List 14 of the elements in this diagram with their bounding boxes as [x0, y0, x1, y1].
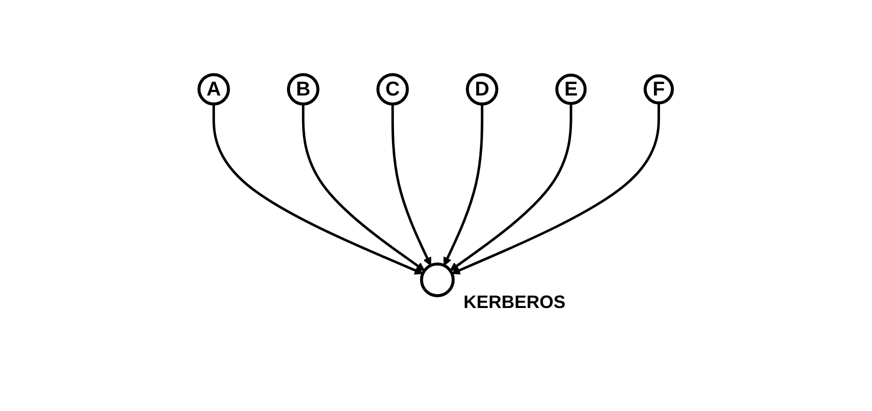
arrow	[302, 104, 426, 272]
arrow	[392, 104, 432, 266]
node-circle: C	[376, 73, 410, 106]
arrow	[450, 103, 573, 272]
node-caption: KERBEROS	[464, 292, 566, 313]
node-circle: F	[644, 74, 674, 104]
node-circle: A	[198, 73, 230, 106]
node-circle: D	[466, 73, 499, 106]
node-circle	[420, 262, 455, 298]
arrow	[212, 104, 424, 275]
node-circle: E	[556, 74, 587, 105]
node-circle: B	[287, 73, 320, 106]
arrow	[452, 102, 660, 274]
arrow	[444, 104, 484, 266]
